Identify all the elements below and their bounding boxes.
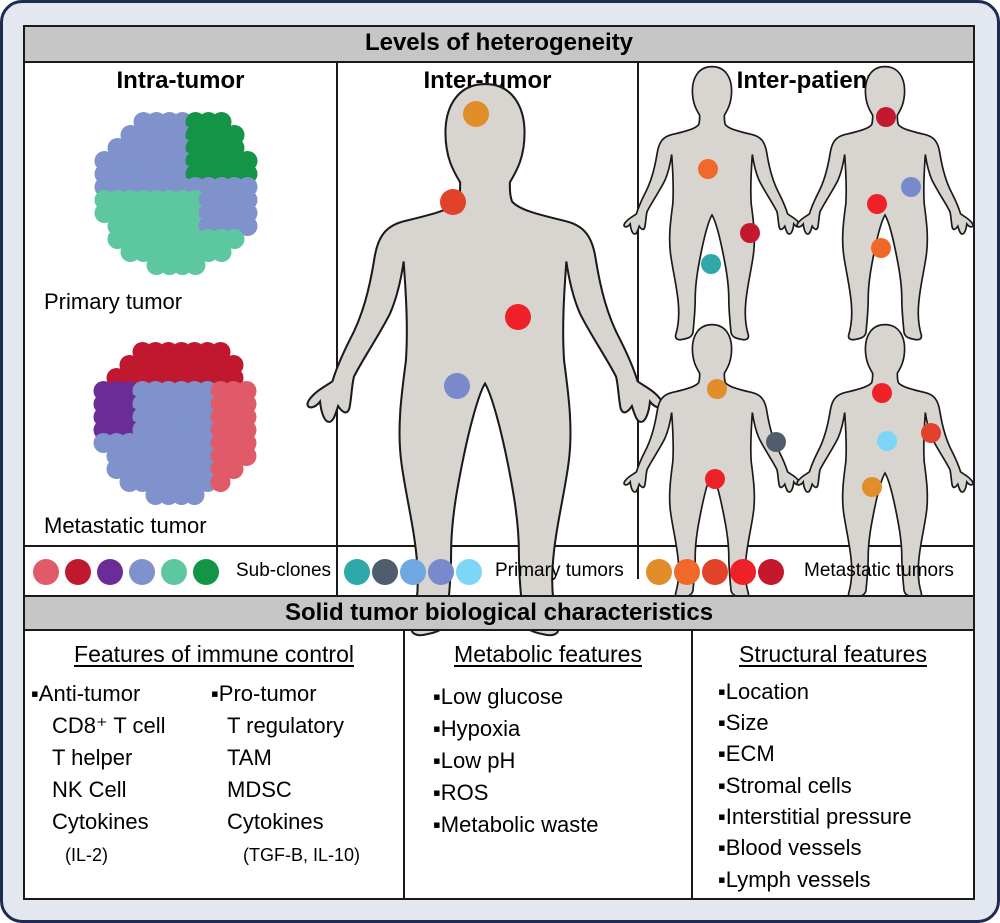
tumor-dot (698, 159, 718, 179)
divider-4 (691, 631, 693, 900)
primary-swatch (372, 559, 398, 585)
tumor-cell (224, 229, 245, 249)
anti-item: T helper (52, 745, 133, 770)
structural-item: ▪Lymph vessels (718, 867, 871, 892)
structural-item: ▪Size (718, 710, 769, 735)
tumor-dot (862, 477, 882, 497)
tumor-cell (184, 485, 205, 505)
structural-item: ▪Blood vessels (718, 835, 862, 860)
subclone-swatch (129, 559, 155, 585)
tumor-cell (185, 255, 206, 275)
primary-swatch (400, 559, 426, 585)
pro-item: Cytokines (227, 809, 324, 834)
tumor-dot (766, 432, 786, 452)
metabolic-item: ▪Hypoxia (433, 716, 521, 741)
pro-tumor-head: ▪Pro-tumor (211, 681, 317, 706)
metastatic-swatches (646, 559, 784, 585)
subclone-swatch (193, 559, 219, 585)
tumor-cell (223, 459, 244, 479)
pro-item: T regulatory (227, 713, 344, 738)
structural-item: ▪Location (718, 679, 809, 704)
metastatic-swatch (730, 559, 756, 585)
tumor-dot (701, 254, 721, 274)
metastatic-swatch (674, 559, 700, 585)
metastatic-swatch (758, 559, 784, 585)
structural-title: Structural features (739, 641, 927, 667)
metastatic-tumors-label: Metastatic tumors (804, 560, 954, 581)
tumor-dot (901, 177, 921, 197)
structural-item: ▪Stromal cells (718, 773, 852, 798)
pro-note: (TGF-B, IL-10) (243, 845, 361, 865)
subclone-swatch (97, 559, 123, 585)
metastatic-tumor-cluster (93, 342, 257, 505)
tumor-dot (877, 431, 897, 451)
subclone-swatch (33, 559, 59, 585)
anti-note: (IL-2) (65, 845, 109, 865)
characteristics-header: Solid tumor biological characteristics (25, 595, 973, 631)
tumor-dot (440, 189, 466, 215)
tumor-dot (444, 373, 470, 399)
tumor-cell (237, 216, 258, 236)
patient-body-1 (623, 65, 801, 341)
immune-title: Features of immune control (74, 641, 354, 667)
metabolic-item: ▪Low glucose (433, 684, 564, 709)
subclone-swatches (33, 559, 219, 585)
tumor-dot (505, 304, 531, 330)
tumor-dot (740, 223, 760, 243)
metastatic-swatch (646, 559, 672, 585)
tumor-dot (707, 379, 727, 399)
subclones-label: Sub-clones (236, 560, 332, 581)
tumor-cell (210, 472, 231, 492)
metabolic-item: ▪Low pH (433, 748, 516, 773)
tumor-dot (867, 194, 887, 214)
metabolic-title: Metabolic features (454, 641, 642, 667)
tumor-dot (705, 469, 725, 489)
figure-panel: Levels of heterogeneity Intra-tumor Inte… (23, 25, 975, 900)
intra-tumor-title: Intra-tumor (116, 67, 245, 94)
structural-item: ▪ECM (718, 741, 775, 766)
primary-swatch (456, 559, 482, 585)
patient-body-3 (623, 323, 801, 599)
patient-body-4 (796, 323, 974, 599)
primary-swatch (428, 559, 454, 585)
anti-tumor-head: ▪Anti-tumor (31, 681, 141, 706)
primary-swatches (344, 559, 482, 585)
tumor-dot (871, 238, 891, 258)
tumor-dot (872, 383, 892, 403)
metabolic-item: ▪ROS (433, 780, 489, 805)
subclone-swatch (161, 559, 187, 585)
anti-item: NK Cell (52, 777, 127, 802)
primary-tumors-label: Primary tumors (495, 560, 624, 581)
legend-divider (25, 545, 973, 547)
tumor-dot (876, 107, 896, 127)
divider-2 (637, 63, 639, 579)
tumor-cell (211, 242, 232, 262)
primary-tumor-label: Primary tumor (44, 289, 183, 314)
divider-1 (336, 63, 338, 623)
pro-item: TAM (227, 745, 272, 770)
metastatic-swatch (702, 559, 728, 585)
diagram-drawing (33, 65, 974, 637)
tumor-dot (921, 423, 941, 443)
primary-swatch (344, 559, 370, 585)
primary-tumor-cluster (94, 112, 258, 275)
inter-patient-title: Inter-patient (736, 67, 876, 94)
divider-3 (403, 631, 405, 900)
pro-item: MDSC (227, 777, 292, 802)
subclone-swatch (65, 559, 91, 585)
heterogeneity-header: Levels of heterogeneity (25, 27, 973, 63)
structural-item: ▪Interstitial pressure (718, 804, 912, 829)
tumor-dot (463, 101, 489, 127)
metabolic-item: ▪Metabolic waste (433, 812, 599, 837)
anti-item: Cytokines (52, 809, 149, 834)
anti-item: CD8⁺ T cell (52, 713, 166, 738)
inter-tumor-body (306, 83, 664, 637)
tumor-cell (236, 446, 257, 466)
metastatic-tumor-label: Metastatic tumor (44, 513, 207, 538)
